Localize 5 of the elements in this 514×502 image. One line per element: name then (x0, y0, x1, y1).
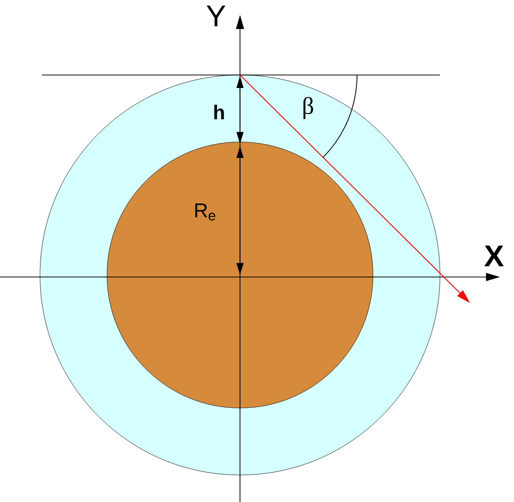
axis-label: X (484, 246, 504, 266)
angle-label: β (303, 97, 314, 119)
axis-label: Y (206, 6, 226, 26)
dimension-label: R$_{e}$ (195, 204, 216, 220)
dimension-label: h (214, 104, 224, 120)
